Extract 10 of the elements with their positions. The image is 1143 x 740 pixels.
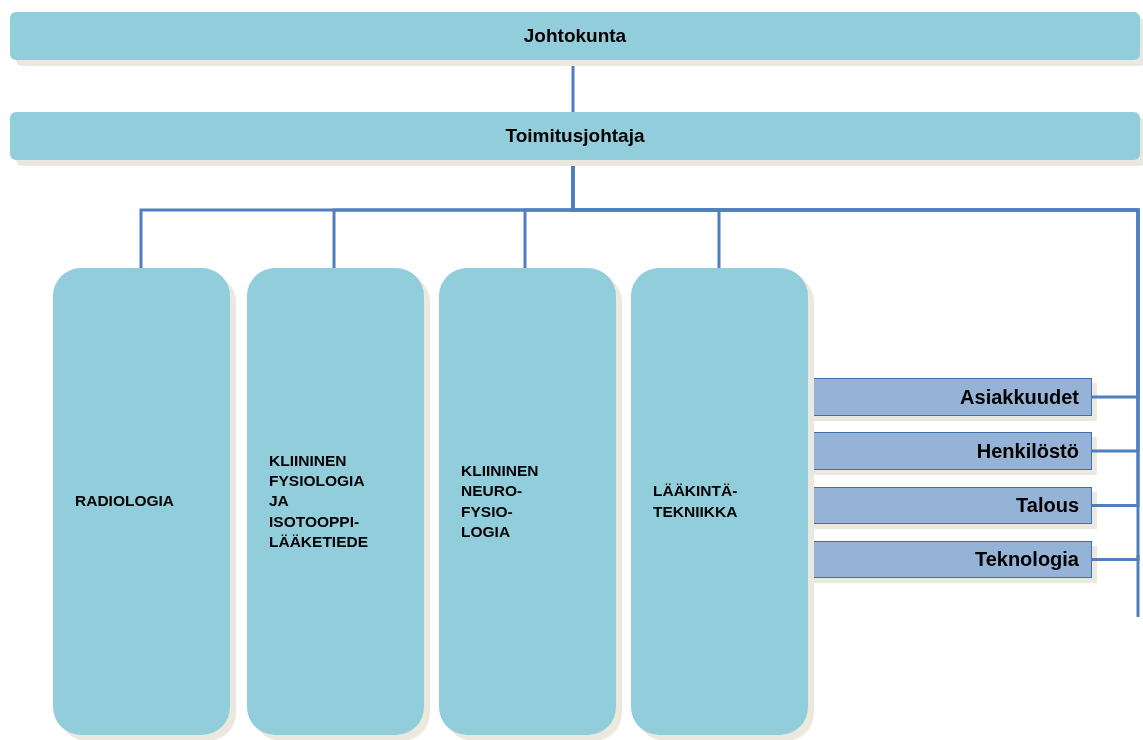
node-label: Toimitusjohtaja: [505, 125, 645, 147]
node-label: Teknologia: [974, 548, 1079, 571]
node-label: KLIININEN FYSIOLOGIA JA ISOTOOPPI- LÄÄKETIEDE: [269, 451, 369, 552]
node-label: Henkilöstö: [976, 439, 1079, 463]
node-label: LÄÄKINTÄ- TEKNIIKKA: [653, 481, 738, 522]
node-label: Asiakkuudet: [960, 385, 1079, 409]
node-label: Johtokunta: [523, 25, 627, 47]
node-label: RADIOLOGIA: [75, 491, 175, 512]
node-label: Talous: [1016, 494, 1079, 517]
node-label: KLIININEN NEURO- FYSIO- LOGIA: [461, 461, 539, 542]
